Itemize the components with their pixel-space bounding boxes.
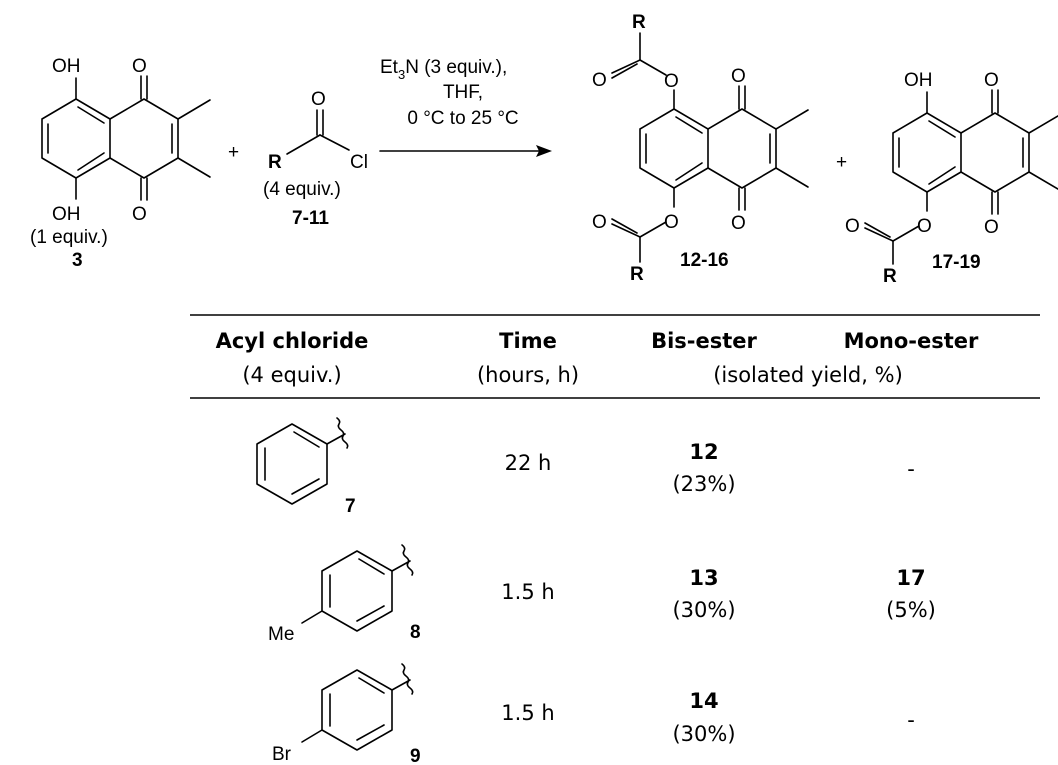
plus-sign-1: + bbox=[228, 142, 239, 163]
phenyl-structure bbox=[256, 417, 349, 505]
bis-ester-number-cell: 12 bbox=[689, 440, 718, 464]
starting-material-number: 3 bbox=[72, 250, 83, 271]
mono-ester-number-cell: 17 bbox=[896, 566, 925, 590]
bis-ester-number: 12-16 bbox=[680, 250, 729, 271]
acyl-r-label: R bbox=[268, 152, 282, 173]
bis-ester-yield-cell: (23%) bbox=[672, 472, 735, 496]
mono-quinone-o-bottom: O bbox=[984, 217, 999, 238]
acyl-chloride-equiv: (4 equiv.) bbox=[263, 179, 341, 200]
header-mono-ester: Mono-ester bbox=[844, 329, 979, 353]
bis-ester-o-bottom: O bbox=[664, 212, 679, 233]
carbonyl-top-label: O bbox=[132, 56, 147, 77]
methyl-label: Me bbox=[268, 624, 294, 645]
bis-r-top-label: R bbox=[632, 12, 646, 33]
acyl-oxygen-label: O bbox=[311, 89, 326, 110]
mono-ester-number: 17-19 bbox=[932, 252, 981, 273]
carbonyl-bottom-label: O bbox=[132, 204, 147, 225]
mono-r-label: R bbox=[883, 266, 897, 287]
bis-carbonyl-o-top: O bbox=[592, 70, 607, 91]
acyl-chloride-structure bbox=[286, 109, 350, 155]
mono-carbonyl-o: O bbox=[845, 216, 860, 237]
reagent-text: Et3N (3 equiv.), bbox=[380, 57, 507, 82]
mono-ester-yield-cell: (5%) bbox=[886, 598, 936, 622]
header-acyl-chloride: Acyl chloride bbox=[216, 329, 369, 353]
mono-hydroxyl-label: OH bbox=[904, 70, 933, 91]
bis-ester-yield-cell: (30%) bbox=[672, 598, 735, 622]
bis-ester-o-top: O bbox=[664, 71, 679, 92]
header-time: Time bbox=[499, 329, 557, 353]
mono-ester-o: O bbox=[917, 216, 932, 237]
temperature-text: 0 °C to 25 °C bbox=[407, 108, 518, 129]
plus-sign-2: + bbox=[836, 152, 847, 173]
subheader-yield: (isolated yield, %) bbox=[713, 363, 903, 387]
bis-quinone-o-top: O bbox=[731, 66, 746, 87]
time-cell: 1.5 h bbox=[501, 580, 554, 604]
starting-material-structure bbox=[41, 75, 211, 201]
bis-quinone-o-bottom: O bbox=[731, 213, 746, 234]
mono-ester-dash-cell: - bbox=[907, 457, 915, 481]
acyl-number-9: 9 bbox=[410, 746, 421, 765]
acyl-cl-label: Cl bbox=[350, 152, 368, 173]
hydroxyl-top-label: OH bbox=[52, 56, 81, 77]
time-cell: 1.5 h bbox=[501, 701, 554, 725]
tolyl-structure bbox=[301, 544, 414, 632]
table-row: Me 8 1.5 h 13 (30%) 17 (5%) bbox=[268, 544, 936, 645]
subheader-hours: (hours, h) bbox=[477, 363, 579, 387]
acyl-number-8: 8 bbox=[410, 622, 421, 643]
header-bis-ester: Bis-ester bbox=[651, 329, 757, 353]
bromophenyl-structure bbox=[301, 663, 414, 751]
acyl-number-7: 7 bbox=[345, 496, 356, 517]
bis-ester-number-cell: 13 bbox=[689, 566, 718, 590]
mono-ester-structure bbox=[864, 89, 1058, 265]
bis-r-bottom-label: R bbox=[630, 264, 644, 285]
mono-ester-dash-cell: - bbox=[907, 708, 915, 732]
bis-ester-yield-cell: (30%) bbox=[672, 722, 735, 746]
solvent-text: THF, bbox=[443, 82, 483, 103]
bis-carbonyl-o-bottom: O bbox=[592, 212, 607, 233]
bis-ester-number-cell: 14 bbox=[689, 689, 718, 713]
reaction-arrow bbox=[379, 145, 552, 157]
bis-ester-structure bbox=[611, 32, 809, 263]
bromo-label: Br bbox=[272, 744, 292, 765]
mono-quinone-o-top: O bbox=[984, 70, 999, 91]
acyl-chloride-number: 7-11 bbox=[292, 208, 329, 229]
table-row: 7 22 h 12 (23%) - bbox=[256, 417, 915, 517]
starting-material-equiv: (1 equiv.) bbox=[30, 227, 108, 248]
time-cell: 22 h bbox=[505, 451, 552, 475]
hydroxyl-bottom-label: OH bbox=[52, 204, 81, 225]
table-row: Br 9 1.5 h 14 (30%) - bbox=[272, 663, 915, 765]
subheader-equiv: (4 equiv.) bbox=[242, 363, 341, 387]
